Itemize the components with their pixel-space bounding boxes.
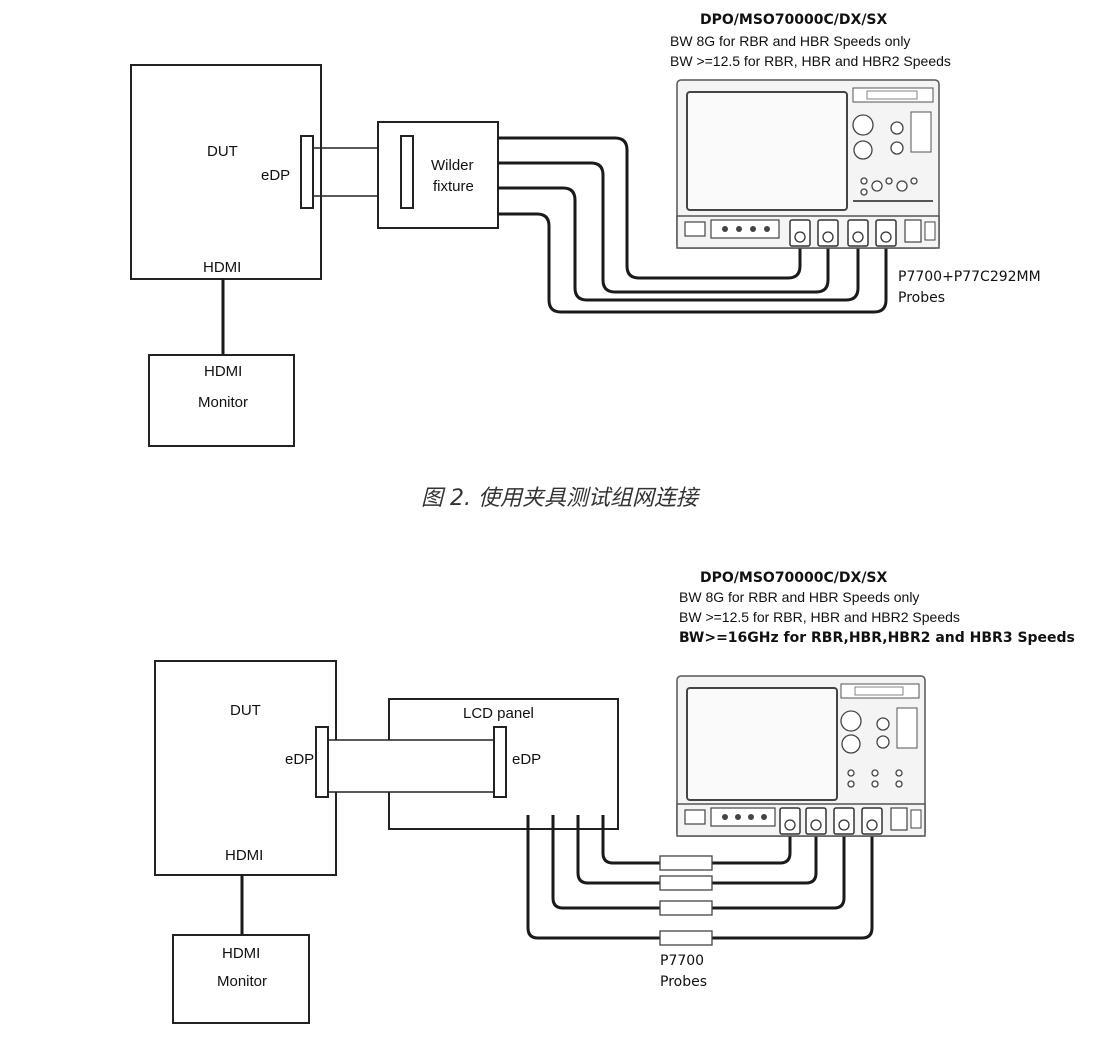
- figure-caption: 图 2. 使用夹具测试组网连接: [421, 486, 701, 511]
- fig1-fixture-connector: [400, 135, 414, 209]
- fig2-scope-title: DPO/MSO70000C/DX/SX: [700, 570, 888, 586]
- fig2-probes-label-1: P7700: [660, 953, 704, 969]
- fig1-dut-box: [130, 64, 322, 280]
- fig2-edp-cable: [315, 726, 507, 798]
- fig2-dut-label: DUT: [230, 702, 261, 719]
- figure-1: DPO/MSO70000C/DX/SX BW 8G for RBR and HB…: [130, 12, 1041, 447]
- fig1-probe-cables: [498, 136, 888, 314]
- figure-2: DPO/MSO70000C/DX/SX BW 8G for RBR and HB…: [154, 570, 1075, 1024]
- fig1-fixture-label-2: fixture: [433, 178, 474, 195]
- fig2-edp-left-label: eDP: [285, 751, 314, 768]
- fig2-monitor-label-2: Monitor: [217, 973, 267, 990]
- fig2-dut-box: [154, 660, 337, 876]
- fig2-lcd-label: LCD panel: [463, 705, 534, 722]
- fig2-scope-note-1: BW 8G for RBR and HBR Speeds only: [679, 589, 919, 605]
- fig1-scope-note-2: BW >=12.5 for RBR, HBR and HBR2 Speeds: [670, 53, 951, 69]
- fig2-scope-note-2: BW >=12.5 for RBR, HBR and HBR2 Speeds: [679, 609, 960, 625]
- fig2-monitor-label-1: HDMI: [222, 945, 260, 962]
- fig2-probe-modules: [659, 855, 713, 946]
- fig2-edp-right-label: eDP: [512, 751, 541, 768]
- fig1-probes-label-2: Probes: [898, 290, 945, 306]
- fig2-monitor-box: [172, 934, 310, 1024]
- fig1-probes-label-1: P7700+P77C292MM: [898, 269, 1041, 285]
- fig1-hdmi-label: HDMI: [203, 259, 241, 276]
- fig1-monitor-box: [148, 354, 295, 447]
- fig2-oscilloscope: [676, 675, 926, 837]
- fig2-probes-label-2: Probes: [660, 974, 707, 990]
- fig1-dut-label: DUT: [207, 143, 238, 160]
- fig1-scope-title: DPO/MSO70000C/DX/SX: [700, 12, 888, 28]
- fig1-fixture-box: [377, 121, 499, 229]
- fig1-monitor-label-1: HDMI: [204, 363, 242, 380]
- fig1-scope-note-1: BW 8G for RBR and HBR Speeds only: [670, 33, 910, 49]
- fig1-monitor-label-2: Monitor: [198, 394, 248, 411]
- fig2-scope-note-bold: BW>=16GHz for RBR,HBR,HBR2 and HBR3 Spee…: [679, 630, 1075, 646]
- fig2-hdmi-label: HDMI: [225, 847, 263, 864]
- fig1-edp-label: eDP: [261, 167, 290, 184]
- fig1-oscilloscope: [676, 79, 940, 249]
- fig1-fixture-label-1: Wilder: [431, 157, 474, 174]
